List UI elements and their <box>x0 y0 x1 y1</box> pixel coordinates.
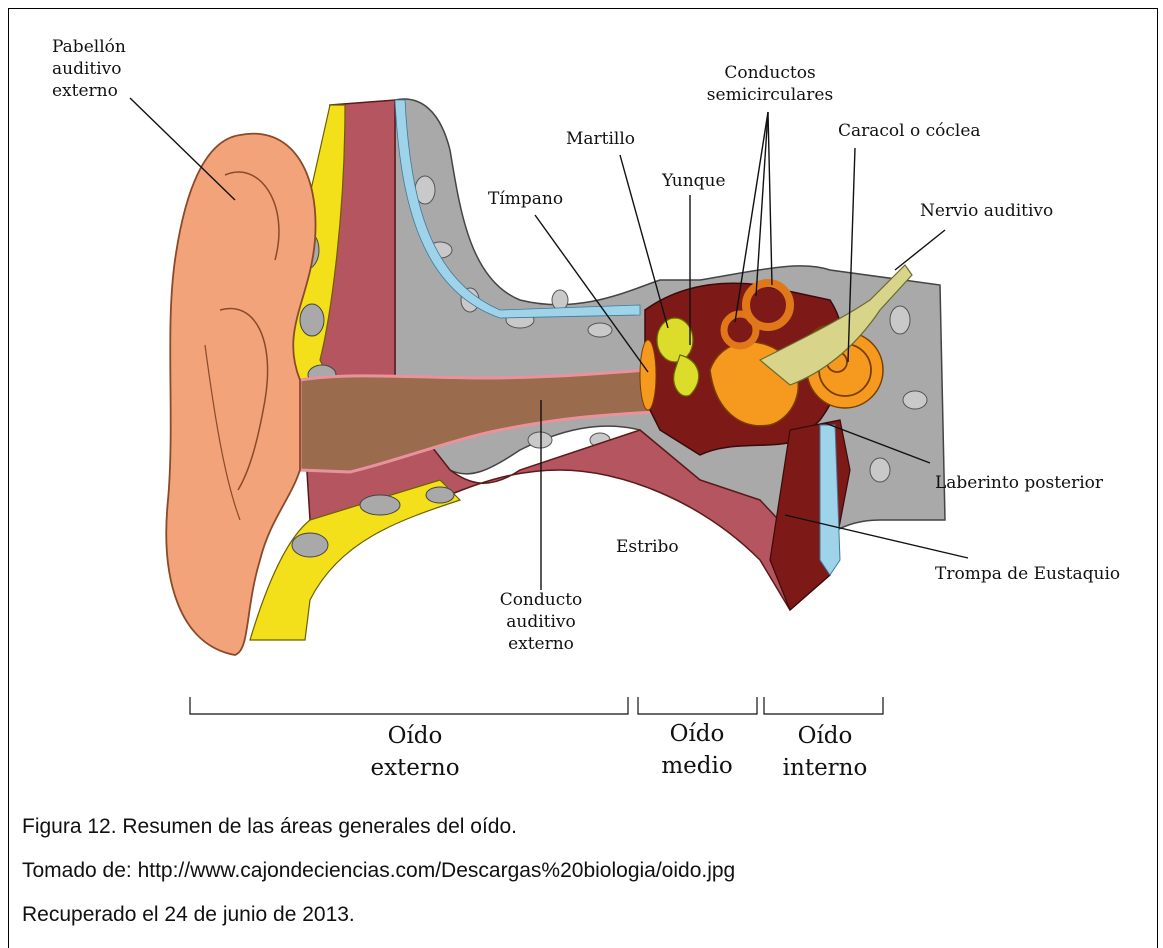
label-conductos-semicirculares: Conductos semicirculares <box>690 62 850 106</box>
malleus <box>657 318 693 362</box>
label-pabellon: Pabellón auditivo externo <box>52 36 126 102</box>
label-caracol: Caracol o cóclea <box>838 120 981 142</box>
caption-source: Tomado de: http://www.cajondeciencias.co… <box>22 859 735 883</box>
bracket-externo <box>190 697 628 714</box>
caption-figure: Figura 12. Resumen de las áreas generale… <box>22 815 517 839</box>
caption-retrieved: Recuperado el 24 de junio de 2013. <box>22 903 355 927</box>
tympanum <box>640 340 656 410</box>
section-oido-externo: Oído externo <box>330 720 500 784</box>
section-brackets <box>190 697 883 714</box>
label-laberinto: Laberinto posterior <box>935 472 1103 494</box>
label-nervio: Nervio auditivo <box>920 200 1053 222</box>
section-oido-interno: Oído interno <box>765 720 885 784</box>
bracket-medio <box>638 697 757 714</box>
label-estribo: Estribo <box>616 536 679 558</box>
section-oido-medio: Oído medio <box>637 718 757 782</box>
bracket-interno <box>764 697 883 714</box>
label-yunque: Yunque <box>662 170 726 192</box>
label-timpano: Tímpano <box>488 188 563 210</box>
label-conducto-externo: Conducto auditivo externo <box>481 589 601 655</box>
label-martillo: Martillo <box>566 128 635 150</box>
label-trompa: Trompa de Eustaquio <box>935 563 1120 585</box>
